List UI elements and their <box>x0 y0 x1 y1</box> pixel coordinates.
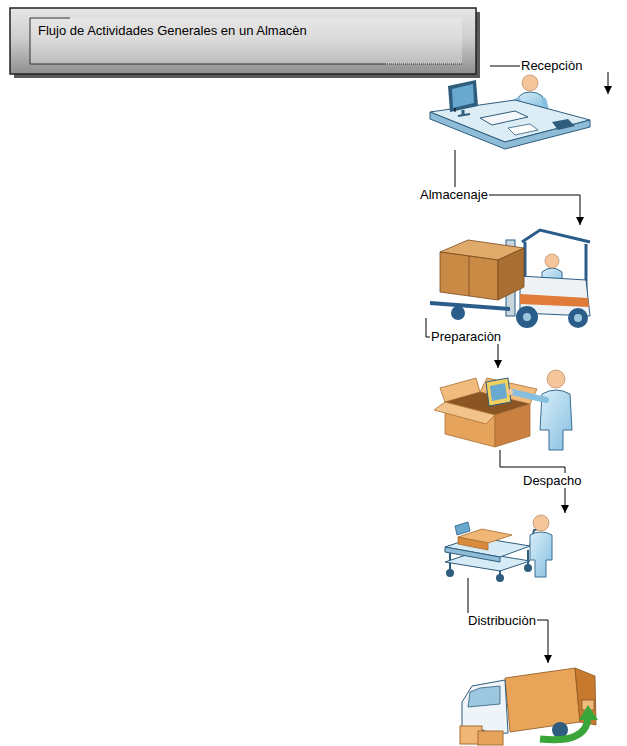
forklift-illustration-part <box>545 254 559 268</box>
packing-illustration-part <box>495 404 530 447</box>
reception-desk-illustration <box>430 75 590 149</box>
delivery-truck-illustration-part <box>478 731 503 745</box>
process-step: Almacenaje <box>424 225 592 318</box>
reception-leader-part <box>608 72 609 94</box>
packing-illustration-part <box>434 402 495 424</box>
packing-illustration-part <box>547 370 565 388</box>
reception-desk-illustration-part <box>455 108 456 112</box>
title-frame-part <box>30 18 462 64</box>
reception-desk-illustration-part <box>448 80 478 112</box>
dispatch-cart-illustration <box>445 515 552 582</box>
reception-leader-part <box>490 66 521 67</box>
title-frame-part <box>385 64 462 65</box>
flow-connector <box>468 578 548 663</box>
process-step: Distribuciòn <box>455 663 595 746</box>
forklift-illustration-part <box>451 306 465 320</box>
process-step: Preparaciòn <box>440 368 575 450</box>
reception-desk-illustration-part <box>430 112 590 149</box>
title-frame-part <box>10 8 476 74</box>
forklift-illustration-part <box>516 306 538 328</box>
dispatch-cart-illustration-part <box>458 537 488 550</box>
delivery-truck-illustration-part <box>505 668 580 732</box>
diagram-title: Flujo de Actividades Generales en un Alm… <box>38 23 307 38</box>
forklift-illustration-part <box>440 252 498 300</box>
reception-desk-illustration-part <box>452 84 474 108</box>
process-step: Despacho <box>440 513 575 578</box>
packing-illustration-part <box>490 383 507 401</box>
delivery-truck-illustration-part <box>579 705 598 720</box>
packing-illustration-part <box>512 392 546 400</box>
forklift-illustration-part <box>469 256 470 296</box>
delivery-truck-illustration-part <box>468 686 500 707</box>
forklift-illustration-part <box>523 313 531 321</box>
packing-illustration-part <box>507 389 513 395</box>
dispatch-cart-illustration-part <box>455 522 470 535</box>
dispatch-cart-illustration-part <box>496 574 504 582</box>
packing-illustration <box>434 370 572 450</box>
dispatch-cart-illustration-part <box>533 515 549 531</box>
step-label: Despacho <box>522 473 583 488</box>
step-label: Distribuciòn <box>467 613 537 628</box>
reception-desk-illustration-part <box>508 124 538 135</box>
forklift-illustration-part <box>430 301 510 311</box>
process-step: Recepciòn <box>428 70 590 150</box>
forklift-illustration-part <box>498 248 524 300</box>
forklift-illustration <box>430 230 590 328</box>
dispatch-cart-illustration-part <box>445 547 500 562</box>
delivery-truck-illustration <box>460 668 598 745</box>
step-label: Recepciòn <box>520 58 583 73</box>
forklift-illustration-part <box>568 308 588 328</box>
reception-desk-illustration-part <box>480 111 528 125</box>
reception-desk-illustration-part <box>458 114 470 116</box>
step-label: Preparaciòn <box>430 329 502 344</box>
forklift-illustration-part <box>520 294 589 307</box>
reception-desk-illustration-part <box>522 75 538 91</box>
dispatch-cart-illustration-part <box>524 564 532 572</box>
step-label: Almacenaje <box>419 187 489 202</box>
dispatch-cart-illustration-part <box>530 532 552 577</box>
reception-desk-illustration-part <box>552 119 575 130</box>
forklift-illustration-part <box>522 230 590 242</box>
dispatch-cart-illustration-part <box>446 569 454 577</box>
title-frame-part <box>30 64 385 65</box>
forklift-illustration-part <box>574 314 582 322</box>
connector-group <box>426 150 580 663</box>
delivery-truck-illustration-part <box>540 718 588 740</box>
title-frame <box>10 8 480 78</box>
dispatch-cart-illustration-part <box>527 550 529 565</box>
